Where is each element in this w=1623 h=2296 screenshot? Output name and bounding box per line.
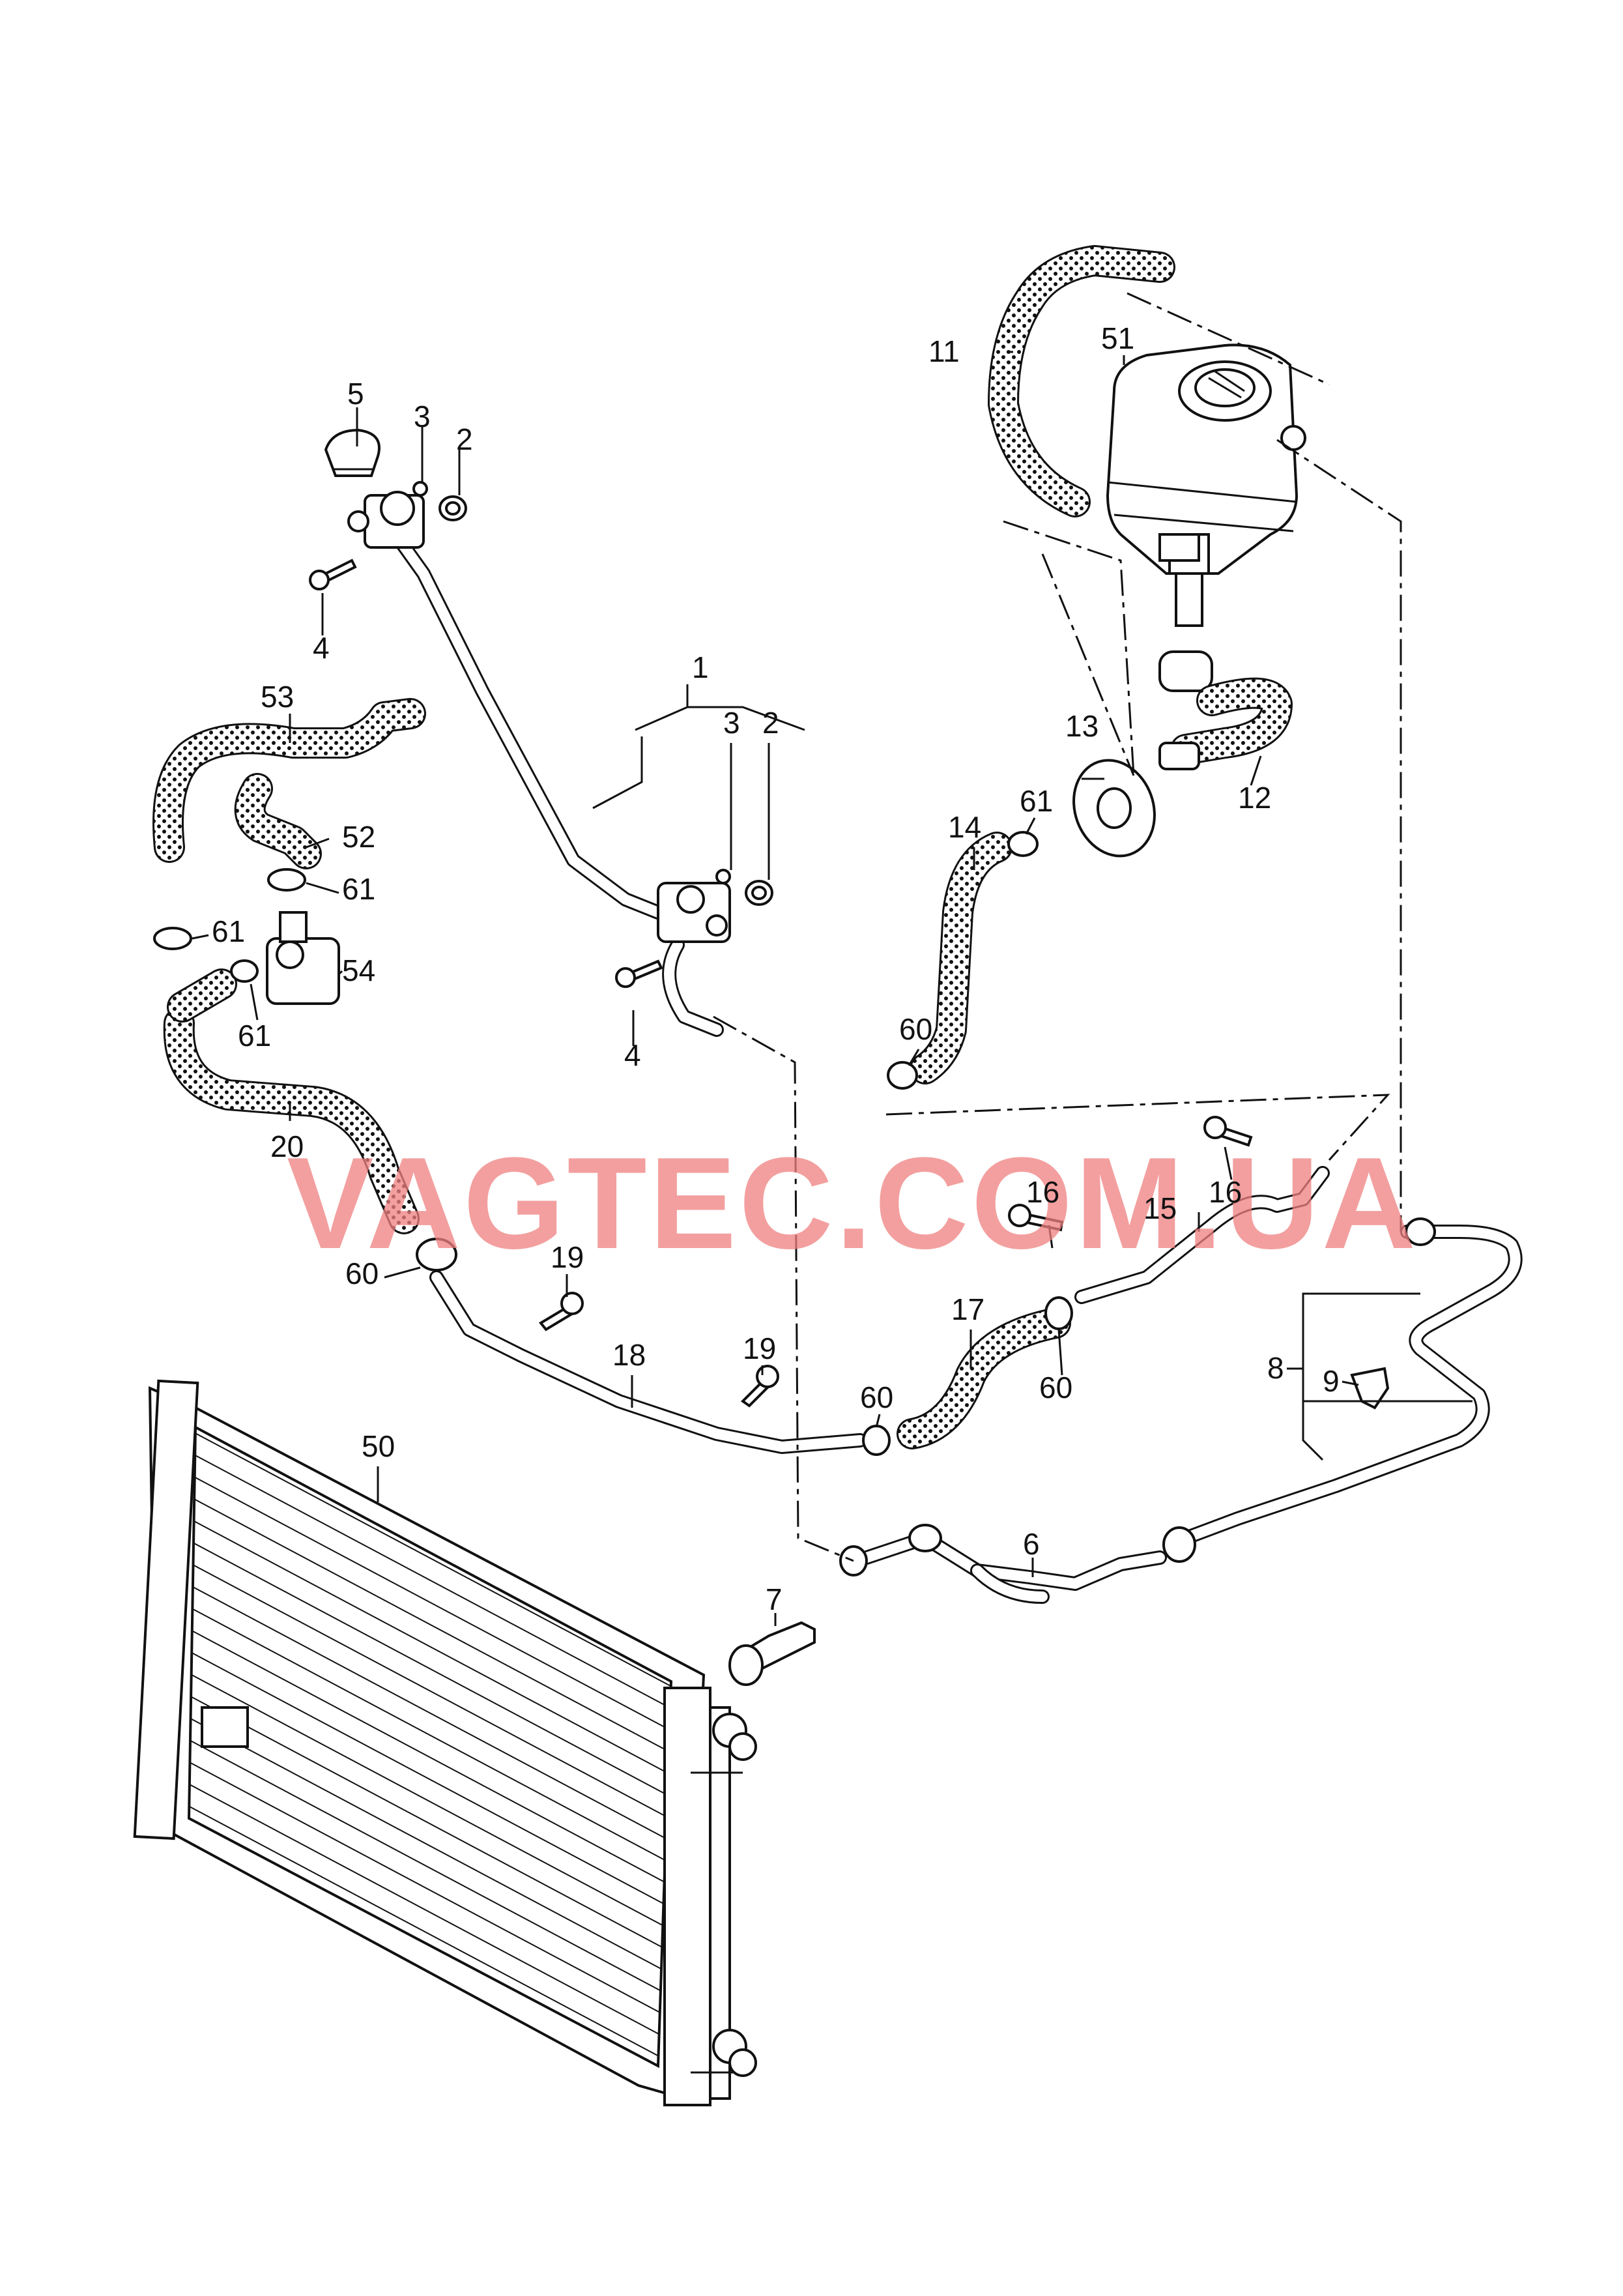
ring-3-lower [715,869,731,884]
pump-54 [266,911,340,1005]
clamp-60-d [1044,1296,1073,1330]
label-part-1: 1 [692,650,709,684]
label-part-60-b: 60 [345,1257,379,1290]
hose-11 [988,245,1175,517]
hose-14 [910,832,1013,1084]
ring-3-upper [412,481,428,497]
label-part-19-lower: 19 [743,1331,776,1365]
label-part-2-lower: 2 [762,706,779,740]
pipe-6 [859,1531,1167,1604]
expansion-tank [1106,343,1306,692]
connector-12 [1158,742,1200,770]
label-part-7: 7 [766,1582,783,1616]
dash-lines [713,292,1402,1562]
label-part-54: 54 [342,953,375,987]
clamp-61-a [267,868,306,892]
label-part-60-a: 60 [899,1012,932,1046]
label-part-11: 11 [928,334,960,368]
label-part-16-right: 16 [1209,1175,1242,1209]
watermark: VAGTEC.COM.UA [287,1131,1418,1276]
label-part-52: 52 [342,820,375,854]
label-part-16-left: 16 [1026,1175,1059,1209]
cap-5 [324,428,381,477]
label-part-60-c: 60 [860,1380,893,1414]
pipe-1 [384,521,724,1037]
label-part-61-a: 61 [342,872,375,906]
coupling-8 [1162,1526,1196,1563]
pipe-18 [429,1270,867,1454]
label-part-17: 17 [951,1292,984,1326]
clamp-60-b [416,1238,457,1272]
part-labels: 1 2 2 3 3 4 4 5 6 7 8 9 11 12 13 14 15 1… [212,321,1340,1616]
label-part-61-b: 61 [212,914,245,948]
label-part-5: 5 [347,377,364,411]
clamp-61-d [1007,831,1039,857]
bolt-4-lower [615,959,663,988]
label-part-14: 14 [948,810,981,844]
leader-lines [192,351,1472,1626]
grommet-8-upper [1405,1217,1436,1246]
clip-9 [1350,1367,1390,1410]
clamp-61-c [230,959,259,983]
seal-2-upper [438,495,467,521]
label-part-18: 18 [612,1338,646,1372]
hose-53 [152,698,426,863]
label-part-51: 51 [1101,321,1134,355]
clamp-60-c [862,1425,891,1456]
bolt-4-upper [309,559,357,590]
pipe-15 [1074,1166,1330,1304]
connector-housing-upper [347,491,425,549]
label-part-9: 9 [1323,1364,1340,1398]
bolt-16-right [1203,1116,1253,1147]
label-part-4-upper: 4 [313,631,330,665]
bolt-19-upper [539,1292,584,1331]
bolt-19-lower [740,1365,779,1408]
pipe-8 [1179,1225,1523,1545]
label-part-12: 12 [1238,781,1271,815]
hose-61-link [167,968,237,1023]
label-part-19-upper: 19 [551,1240,584,1274]
hose-12 [1170,677,1293,765]
label-part-61-d: 61 [1020,784,1053,818]
radiator [133,1379,757,2106]
label-part-61-c: 61 [238,1019,271,1053]
coupling-6 [908,1524,942,1552]
label-part-60-d: 60 [1039,1371,1072,1404]
label-part-3-upper: 3 [414,400,431,433]
clamp-61-b [153,927,192,950]
hose-20 [163,1008,420,1234]
label-part-2-upper: 2 [456,422,473,456]
hose-17 [897,1307,1071,1449]
label-part-15: 15 [1143,1191,1177,1225]
label-part-20: 20 [270,1129,304,1163]
clamp-60-a [887,1061,918,1090]
bolt-16-left [1008,1204,1064,1232]
label-part-50: 50 [362,1429,395,1463]
connector-housing-lower [657,882,731,943]
label-part-6: 6 [1023,1527,1040,1561]
gasket-13 [1072,759,1156,858]
hose-52 [234,773,322,869]
label-part-4-lower: 4 [624,1038,641,1072]
seal-2-lower [745,880,773,906]
label-part-8: 8 [1267,1351,1284,1385]
connector-7 [728,1621,816,1686]
label-part-13: 13 [1065,709,1099,743]
label-part-3-lower: 3 [723,706,740,740]
label-part-53: 53 [261,680,294,714]
